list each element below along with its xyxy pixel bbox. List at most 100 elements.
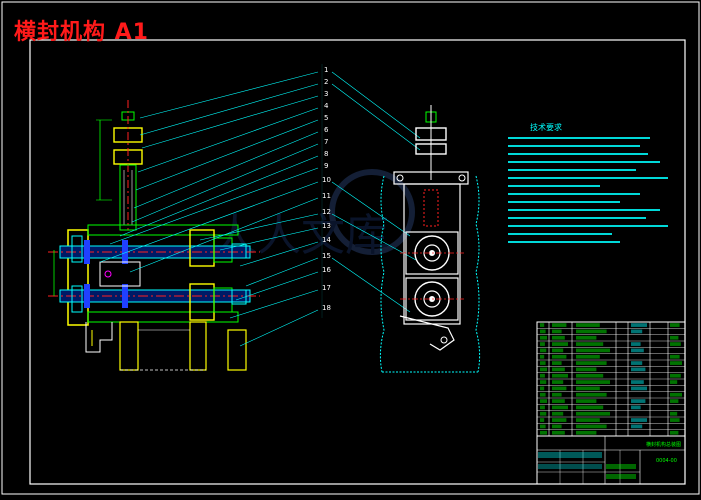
parts-cell-text	[552, 329, 562, 334]
parts-cell-text	[670, 323, 680, 327]
parts-cell-text	[552, 348, 564, 353]
parts-cell-text	[670, 411, 678, 416]
drawing-title: 横封机构 A1	[14, 20, 149, 45]
parts-cell-text	[576, 386, 600, 391]
parts-cell-text	[670, 392, 682, 397]
balloon-label: 5	[324, 114, 328, 122]
parts-cell-text	[540, 329, 546, 334]
parts-cell-text	[576, 418, 600, 422]
parts-cell-text	[576, 354, 600, 359]
tech-requirements-heading: 技术要求	[530, 122, 562, 132]
balloon-label: 3	[324, 90, 328, 98]
parts-cell-text	[540, 386, 545, 391]
parts-cell-text	[631, 386, 647, 391]
balloon-label: 2	[324, 78, 328, 86]
leader-lines-right	[331, 71, 421, 313]
balloon-label: 17	[322, 284, 331, 292]
parts-cell-text	[552, 342, 568, 346]
parts-cell-text	[576, 392, 607, 397]
parts-cell-text	[576, 335, 597, 340]
parts-cell-text	[540, 418, 545, 422]
balloon-label: 8	[324, 150, 328, 158]
side-view	[379, 105, 481, 373]
parts-cell-text	[552, 367, 565, 372]
parts-cell-text	[540, 405, 545, 410]
parts-cell-text	[552, 392, 562, 397]
drawing-number: 0004-00	[656, 458, 677, 464]
tech-requirements-lines	[508, 137, 668, 243]
drawing-name: 横封机构总装图	[646, 441, 681, 448]
parts-cell-text	[540, 323, 545, 327]
parts-cell-text	[552, 424, 562, 429]
balloon-label: 13	[322, 222, 331, 230]
parts-cell-text	[552, 354, 567, 359]
balloon-label: 16	[322, 266, 331, 274]
parts-list	[536, 321, 686, 437]
parts-cell-text	[631, 329, 643, 334]
parts-cell-text	[631, 405, 641, 410]
parts-cell-text	[540, 361, 546, 365]
parts-cell-text	[631, 361, 643, 365]
balloon-label: 10	[322, 176, 331, 184]
balloon-label: 1	[324, 66, 328, 74]
parts-cell-text	[552, 323, 567, 327]
parts-cell-text	[631, 424, 643, 429]
parts-cell-text	[670, 380, 678, 384]
parts-cell-text	[576, 361, 607, 365]
parts-cell-text	[670, 418, 680, 422]
inner-frame	[29, 39, 686, 485]
parts-cell-text	[576, 424, 607, 429]
parts-cell-text	[552, 386, 567, 391]
parts-cell-text	[552, 373, 568, 378]
title-block: 横封机构总装图 0004-00	[536, 435, 686, 485]
parts-cell-text	[631, 342, 641, 346]
balloon-label: 6	[324, 126, 329, 134]
parts-cell-text	[540, 411, 547, 416]
balloon-label: 15	[322, 252, 331, 260]
parts-cell-text	[631, 399, 646, 403]
parts-cell-text	[670, 361, 682, 365]
parts-cell-text	[540, 348, 547, 353]
leader-lines-left	[99, 71, 319, 347]
balloon-labels: 1 2 3 4 5 6 7 8 9 10 11 12 13 14 15 16 1…	[321, 64, 331, 318]
parts-cell-text	[576, 367, 597, 372]
parts-cell-text	[576, 411, 610, 416]
parts-cell-text	[670, 373, 681, 378]
parts-cell-text	[631, 348, 644, 353]
parts-cell-text	[552, 405, 568, 410]
parts-cell-text	[576, 348, 610, 353]
balloon-label: 9	[324, 162, 328, 170]
parts-cell-text	[631, 323, 647, 327]
balloon-label: 14	[322, 236, 331, 244]
balloon-label: 7	[324, 138, 328, 146]
parts-cell-text	[540, 392, 546, 397]
parts-cell-text	[631, 418, 647, 422]
parts-cell-text	[540, 373, 545, 378]
parts-cell-text	[670, 354, 680, 359]
parts-cell-text	[576, 380, 610, 384]
parts-cell-text	[576, 342, 604, 346]
parts-cell-text	[670, 399, 679, 403]
parts-cell-text	[552, 418, 567, 422]
balloon-label: 18	[322, 304, 331, 312]
balloon-label: 11	[322, 192, 331, 200]
parts-cell-text	[552, 411, 564, 416]
parts-cell-text	[552, 335, 565, 340]
parts-cell-text	[552, 361, 562, 365]
parts-cell-text	[552, 430, 565, 435]
parts-cell-text	[540, 354, 545, 359]
parts-cell-text	[576, 430, 597, 435]
parts-cell-text	[540, 367, 547, 372]
parts-cell-text	[576, 329, 607, 334]
parts-cell-text	[540, 335, 547, 340]
parts-cell-text	[670, 430, 679, 435]
parts-cell-text	[540, 424, 546, 429]
balloon-label: 12	[322, 208, 331, 216]
parts-cell-text	[540, 380, 547, 384]
parts-cell-text	[540, 399, 547, 403]
parts-cell-text	[670, 335, 679, 340]
technical-requirements: 技术要求	[508, 122, 668, 243]
